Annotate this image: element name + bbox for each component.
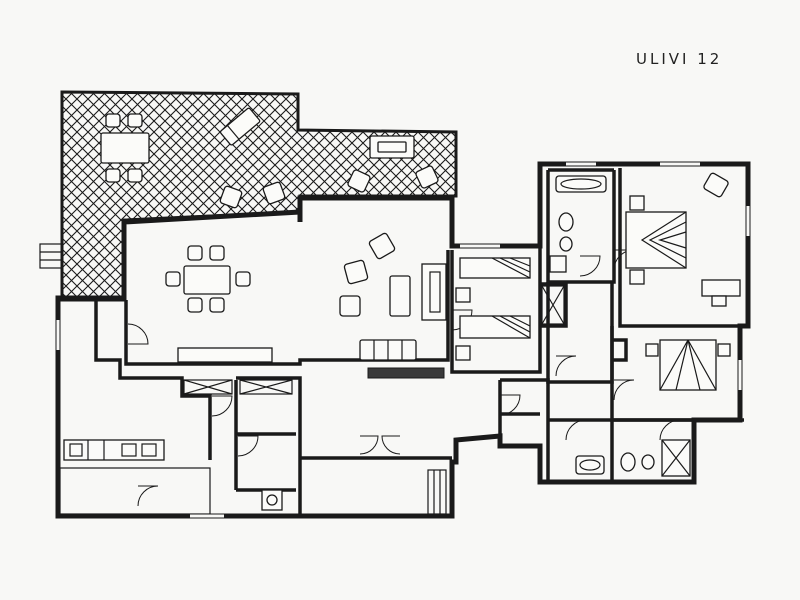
terrace-lounger [219, 107, 261, 146]
exterior-walls [55, 161, 751, 519]
terrace-lounge-set [369, 135, 415, 159]
terrace [60, 90, 458, 302]
windows [56, 162, 750, 518]
entrance-step [39, 243, 63, 269]
kitchen-counter [63, 439, 165, 461]
lounge-set [339, 232, 417, 361]
plan-title: ULIVI 12 [636, 50, 723, 68]
bedroom-2-furniture [625, 172, 741, 307]
utility-area [59, 467, 211, 515]
upper-bathroom-fixtures [549, 175, 607, 273]
terrace-armchairs [219, 165, 439, 209]
interior-walls [94, 168, 744, 516]
lower-entrance-steps [427, 469, 447, 515]
sideboard [177, 347, 273, 363]
middle-bathroom-fixtures [261, 489, 283, 511]
doors [127, 249, 681, 507]
window-marks [55, 161, 751, 519]
wardrobes [183, 285, 565, 395]
fireplace [367, 263, 447, 379]
lower-bathroom-fixtures [575, 439, 691, 477]
dining-set [165, 245, 251, 313]
terrace-dining-set [100, 113, 150, 183]
bedroom-1-beds [455, 257, 531, 361]
bedroom-3-furniture [645, 339, 731, 391]
